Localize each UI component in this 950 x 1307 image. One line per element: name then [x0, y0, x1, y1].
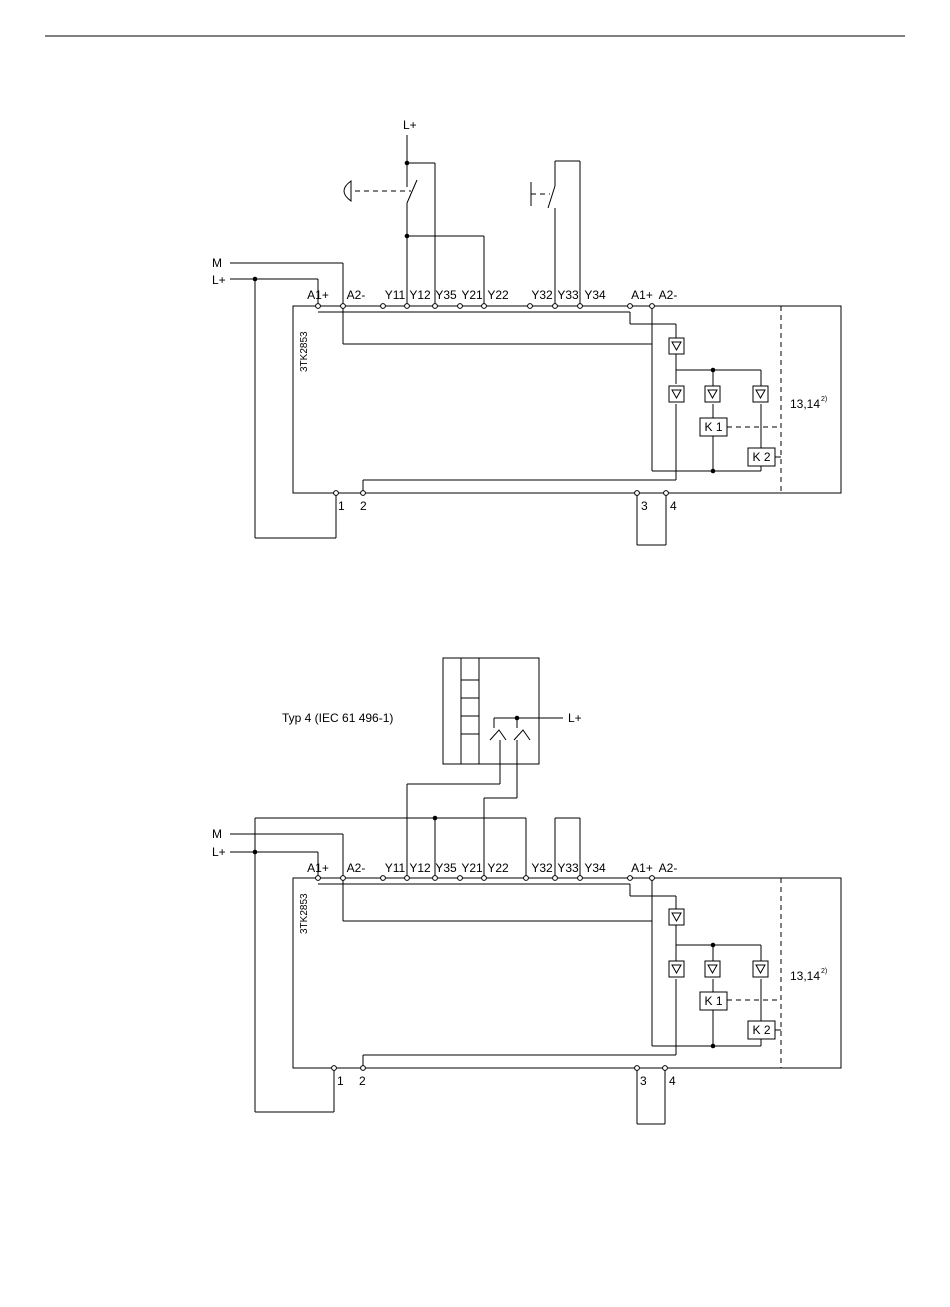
output-contact-label: 13,14 — [790, 969, 820, 983]
terminal-label: 1 — [337, 1074, 344, 1088]
electronic-switch-icon — [669, 386, 684, 402]
terminal-label: A2- — [659, 861, 678, 875]
terminal-label: Y35 — [435, 288, 457, 302]
top-terminal-labels: A1+ A2- Y11 Y12 Y35 Y21 Y22 Y32 Y33 Y34 … — [307, 861, 677, 875]
terminal-label: Y11 — [385, 288, 406, 302]
terminal-label: Y33 — [557, 861, 579, 875]
terminal-label: 3 — [641, 499, 648, 513]
emergency-stop-circuit: L+ — [344, 118, 484, 305]
sensor-type-label: Typ 4 (IEC 61 496-1) — [282, 711, 393, 725]
bottom-terminal-labels: 1 2 3 4 — [338, 499, 677, 513]
relay-label: K 1 — [704, 994, 722, 1008]
m-label: M — [212, 256, 222, 270]
terminal-label: A2- — [347, 288, 366, 302]
terminal-label: Y32 — [531, 861, 553, 875]
lplus-label: L+ — [212, 273, 226, 287]
terminal-label: Y34 — [584, 861, 606, 875]
relay-label: K 2 — [752, 450, 770, 464]
terminal-label: A1+ — [307, 861, 329, 875]
terminal-label: 3 — [640, 1074, 647, 1088]
terminal-label: A1+ — [631, 288, 653, 302]
terminal-label: Y35 — [435, 861, 457, 875]
terminal-label: Y12 — [409, 861, 431, 875]
top-terminal-labels: A1+ A2- Y11 Y12 Y35 Y21 Y22 Y32 Y33 Y34 … — [307, 288, 677, 302]
terminal-label: Y11 — [385, 861, 406, 875]
sensor-housing — [443, 658, 539, 764]
output-contact-label: 13,14 — [790, 397, 820, 411]
sensor-supply-label: L+ — [568, 711, 582, 725]
diagram-1: L+ M L+ — [212, 118, 841, 545]
terminal-label: A1+ — [631, 861, 653, 875]
terminal-label: Y22 — [487, 288, 509, 302]
terminal-label: Y21 — [461, 861, 483, 875]
electronic-switch-icon — [753, 961, 768, 977]
emergency-stop-mushroom-icon — [344, 181, 351, 201]
terminal-label: A2- — [347, 861, 366, 875]
terminal-label: Y32 — [531, 288, 553, 302]
terminal-label: Y33 — [557, 288, 579, 302]
electronic-switch-icon — [705, 961, 720, 977]
relay-k2: K 2 — [748, 448, 775, 466]
relay-k1: K 1 — [700, 418, 727, 436]
terminal-label: Y21 — [461, 288, 483, 302]
electronic-switch-icon — [753, 386, 768, 402]
output-contact-superscript: 2) — [821, 968, 827, 975]
terminal-label: 2 — [359, 1074, 366, 1088]
terminal-label: 4 — [669, 1074, 676, 1088]
lplus-label: L+ — [212, 845, 226, 859]
terminal-label: Y34 — [584, 288, 606, 302]
terminal-label: 2 — [360, 499, 367, 513]
electronic-switch-icon — [669, 961, 684, 977]
ossd-output-icon — [514, 730, 530, 740]
output-contact-superscript: 2) — [821, 396, 827, 403]
diagram-2: Typ 4 (IEC 61 496-1) L+ — [212, 658, 841, 1124]
electronic-switch-icon — [669, 338, 684, 354]
electronic-switch-icon — [705, 386, 720, 402]
start-button-circuit — [531, 161, 580, 305]
bottom-terminal-labels: 1 2 3 4 — [337, 1074, 676, 1088]
terminal-label: A2- — [659, 288, 678, 302]
relay-k1: K 1 — [700, 992, 727, 1010]
light-curtain-sensor: Typ 4 (IEC 61 496-1) L+ — [282, 658, 582, 877]
ossd-output-icon — [490, 730, 506, 740]
terminal-label: Y22 — [487, 861, 509, 875]
relay-k2: K 2 — [748, 1021, 775, 1039]
safety-relay-module: 3TK2853 A1+ A2- Y11 Y12 Y35 Y21 Y22 Y32 … — [293, 861, 841, 1088]
electronic-switch-icon — [669, 909, 684, 925]
module-type-label: 3TK2853 — [299, 893, 310, 934]
top-supply-label: L+ — [403, 118, 417, 132]
relay-label: K 2 — [752, 1023, 770, 1037]
relay-label: K 1 — [704, 420, 722, 434]
module-type-label: 3TK2853 — [299, 331, 310, 372]
emergency-stop-contact — [407, 180, 417, 203]
m-label: M — [212, 827, 222, 841]
terminal-label: 1 — [338, 499, 345, 513]
terminal-label: A1+ — [307, 288, 329, 302]
terminal-label: Y12 — [409, 288, 431, 302]
terminal-label: 4 — [670, 499, 677, 513]
safety-relay-module: 3TK2853 A1+ A2- Y11 Y12 Y35 Y21 Y22 Y32 … — [293, 288, 841, 513]
